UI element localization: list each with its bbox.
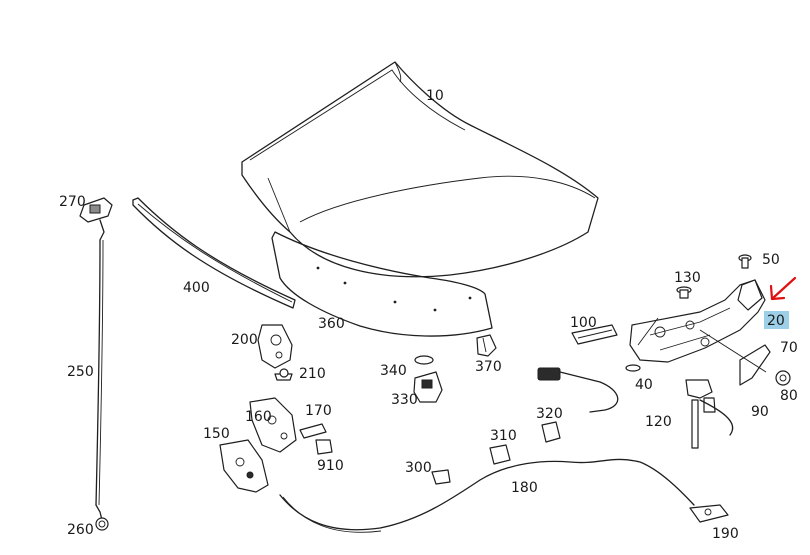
- label-130[interactable]: 130: [674, 270, 701, 286]
- label-910[interactable]: 910: [317, 458, 344, 474]
- label-210[interactable]: 210: [299, 366, 326, 382]
- label-180[interactable]: 180: [511, 480, 538, 496]
- retaining-clip: [476, 334, 497, 357]
- label-120[interactable]: 120: [645, 414, 672, 430]
- label-320[interactable]: 320: [536, 406, 563, 422]
- label-100[interactable]: 100: [570, 315, 597, 331]
- highlight-box-20: [764, 311, 789, 329]
- hood-insulation: [271, 231, 493, 337]
- label-80[interactable]: 80: [780, 388, 798, 404]
- label-160[interactable]: 160: [245, 409, 272, 425]
- label-190[interactable]: 190: [712, 526, 739, 542]
- release-lever-assembly: [79, 197, 113, 531]
- label-400[interactable]: 400: [183, 280, 210, 296]
- hood-seal-strip: [132, 197, 296, 309]
- hood-panel: [241, 61, 599, 278]
- label-250[interactable]: 250: [67, 364, 94, 380]
- label-50[interactable]: 50: [762, 252, 780, 268]
- sensor-with-cap: [413, 355, 443, 403]
- label-150[interactable]: 150: [203, 426, 230, 442]
- marker-arrow: [769, 276, 797, 301]
- label-260[interactable]: 260: [67, 522, 94, 538]
- label-370[interactable]: 370: [475, 359, 502, 375]
- bolt-130: [676, 286, 692, 299]
- label-40[interactable]: 40: [635, 377, 653, 393]
- label-70[interactable]: 70: [780, 340, 798, 356]
- label-170[interactable]: 170: [305, 403, 332, 419]
- rubber-buffer: [571, 324, 618, 345]
- label-270[interactable]: 270: [59, 194, 86, 210]
- label-360[interactable]: 360: [318, 316, 345, 332]
- release-cable: [279, 421, 729, 533]
- label-10[interactable]: 10: [426, 88, 444, 104]
- label-20[interactable]: 20: [767, 313, 785, 329]
- label-310[interactable]: 310: [490, 428, 517, 444]
- bolt-50: [738, 254, 752, 269]
- label-90[interactable]: 90: [751, 404, 769, 420]
- latch-assembly: [219, 397, 333, 493]
- hinge-bracket: [257, 324, 293, 381]
- label-200[interactable]: 200: [231, 332, 258, 348]
- label-300[interactable]: 300: [405, 460, 432, 476]
- hood-lock-assembly: [625, 279, 791, 413]
- label-330[interactable]: 330: [391, 392, 418, 408]
- lock-cable-connector: [537, 367, 734, 449]
- label-340[interactable]: 340: [380, 363, 407, 379]
